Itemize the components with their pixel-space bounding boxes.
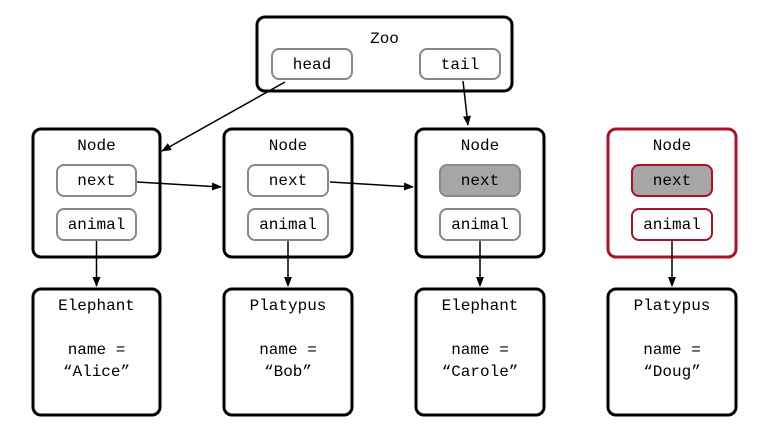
node-2: Node next animal bbox=[222, 127, 354, 259]
node-1-title: Node bbox=[77, 137, 115, 155]
animal-2: Platypus name = “Bob” bbox=[222, 287, 354, 417]
node-1-next-label: next bbox=[77, 172, 115, 190]
node-1: Node next animal bbox=[31, 127, 162, 259]
node-2-animal-field bbox=[247, 208, 329, 241]
node-3-title: Node bbox=[461, 137, 499, 155]
zoo-tail-label: tail bbox=[441, 56, 479, 74]
animal-2-name-label: name = bbox=[259, 341, 317, 359]
animal-3: Elephant name = “Carole” bbox=[414, 287, 546, 417]
node-4-next-label: next bbox=[653, 172, 691, 190]
node-2-animal-label: animal bbox=[259, 216, 317, 234]
animal-4-name-label: name = bbox=[643, 341, 701, 359]
node-2-next-field bbox=[247, 164, 329, 197]
node-3-next-label: next bbox=[461, 172, 499, 190]
zoo-head-label: head bbox=[293, 56, 331, 74]
node-3: Node next animal bbox=[414, 127, 546, 259]
zoo-tail-field: tail bbox=[419, 48, 501, 80]
animal-1-name-value: “Alice” bbox=[63, 363, 130, 381]
node-4-title: Node bbox=[653, 137, 691, 155]
animal-1-name-label: name = bbox=[68, 341, 126, 359]
node-4-next-field bbox=[631, 164, 713, 197]
node-2-title: Node bbox=[269, 137, 307, 155]
zoo-head-field: head bbox=[271, 48, 353, 80]
zoo-title: Zoo bbox=[370, 30, 399, 48]
node-1-next-field bbox=[56, 164, 137, 197]
animal-4-type: Platypus bbox=[634, 297, 711, 315]
arrow-tail-to-node-3 bbox=[462, 80, 471, 126]
animal-1: Elephant name = “Alice” bbox=[31, 287, 162, 417]
animal-3-name-label: name = bbox=[451, 341, 509, 359]
animal-3-type: Elephant bbox=[442, 297, 519, 315]
node-2-next-label: next bbox=[269, 172, 307, 190]
arrow-node-1-next-to-node-2 bbox=[136, 181, 222, 191]
arrow-head-to-node-1 bbox=[161, 81, 286, 152]
animal-2-type: Platypus bbox=[250, 297, 327, 315]
arrow-node-2-next-to-node-3 bbox=[329, 181, 414, 191]
node-3-animal-label: animal bbox=[451, 216, 509, 234]
node-4: Node next animal bbox=[606, 127, 738, 259]
node-3-next-field bbox=[439, 164, 521, 197]
animal-2-name-value: “Bob” bbox=[264, 363, 312, 381]
animal-4-name-value: “Doug” bbox=[643, 363, 701, 381]
animal-4: Platypus name = “Doug” bbox=[606, 287, 738, 417]
node-4-animal-label: animal bbox=[643, 216, 701, 234]
node-3-animal-field bbox=[439, 208, 521, 241]
node-1-animal-label: animal bbox=[68, 216, 126, 234]
animal-3-name-value: “Carole” bbox=[442, 363, 519, 381]
animal-1-type: Elephant bbox=[58, 297, 135, 315]
node-1-animal-field bbox=[56, 208, 137, 241]
zoo-box: Zoo head tail bbox=[255, 15, 514, 93]
node-4-animal-field bbox=[631, 208, 713, 241]
